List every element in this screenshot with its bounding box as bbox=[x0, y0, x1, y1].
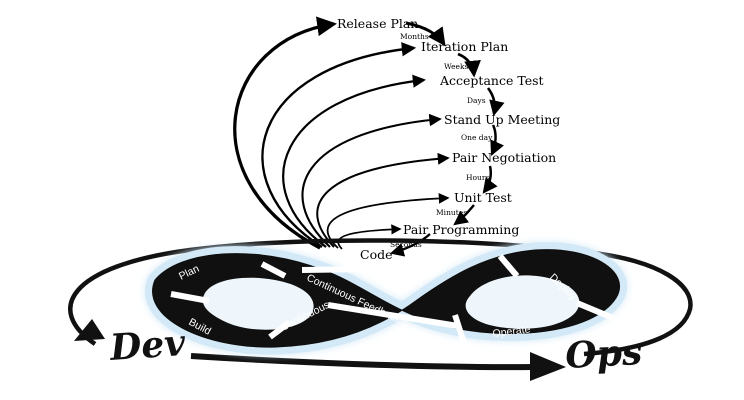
separator-feedback-top-left bbox=[301, 266, 377, 273]
agile-feedback-arcs bbox=[233, 16, 450, 250]
arc-pair-negotiation bbox=[316, 152, 450, 248]
arrow-iteration-to-acceptance bbox=[457, 52, 481, 78]
stage-code: Code bbox=[360, 247, 393, 262]
arrow-unit-test-to-pair-programming bbox=[453, 204, 475, 226]
infinity-right-hole bbox=[465, 275, 580, 329]
arrow-acceptance-to-standup bbox=[486, 87, 505, 117]
separator-plan-top bbox=[260, 261, 287, 279]
arrow-standup-to-negotiation bbox=[490, 124, 505, 157]
interval-weeks: Weeks bbox=[444, 62, 469, 71]
arc-pair-programming bbox=[337, 224, 402, 250]
segment-operate: Operate bbox=[492, 323, 531, 340]
outer-orbit-bottom-arrow bbox=[190, 353, 536, 371]
interval-days: Days bbox=[467, 96, 486, 105]
stage-iteration-plan: Iteration Plan bbox=[421, 39, 508, 54]
arrow-release-to-iteration bbox=[405, 21, 446, 47]
stage-acceptance-test: Acceptance Test bbox=[439, 73, 544, 88]
devops-outer-orbit bbox=[68, 238, 693, 381]
separator-deploy-operate bbox=[575, 300, 615, 321]
arc-acceptance-test bbox=[282, 74, 426, 248]
agile-interval-labels: Months Weeks Days One day Hours Minutes … bbox=[390, 32, 493, 249]
interval-months: Months bbox=[400, 32, 429, 41]
arc-release-plan bbox=[233, 16, 337, 250]
separator-feedback-bottom bbox=[327, 302, 459, 329]
separator-build-continuous bbox=[268, 319, 292, 340]
outer-orbit-left-arrowhead bbox=[74, 319, 105, 341]
arrow-negotiation-to-unit-test bbox=[482, 165, 498, 194]
agile-interval-arrows bbox=[390, 21, 505, 257]
stage-pair-programming: Pair Programming bbox=[403, 222, 519, 237]
devops-side-labels: Dev Ops bbox=[108, 322, 643, 377]
interval-minutes: Minutes bbox=[436, 208, 467, 217]
stage-unit-test: Unit Test bbox=[454, 190, 512, 205]
interval-seconds: Seconds bbox=[390, 240, 422, 249]
arrow-pair-programming-to-code bbox=[390, 233, 431, 257]
stage-release-plan: Release Plan bbox=[337, 16, 418, 31]
outer-orbit-left-arrow bbox=[68, 238, 586, 346]
interval-one-day: One day bbox=[461, 133, 493, 142]
dev-label: Dev bbox=[108, 322, 188, 369]
infinity-left-hole bbox=[202, 277, 314, 330]
arc-iteration-plan bbox=[261, 42, 417, 249]
separator-integration-deploy bbox=[497, 254, 520, 278]
outer-orbit-right-edge bbox=[583, 249, 693, 357]
stage-pair-negotiation: Pair Negotiation bbox=[452, 150, 556, 165]
devops-segment-separators bbox=[170, 254, 615, 344]
devops-infinity-loop bbox=[152, 249, 621, 348]
interval-hours: Hours bbox=[466, 173, 489, 182]
separator-operate-left bbox=[452, 314, 467, 344]
arc-stand-up-meeting bbox=[301, 113, 442, 248]
ops-label: Ops bbox=[564, 331, 643, 377]
outer-orbit-bottom-arrowhead bbox=[530, 352, 566, 381]
stage-stand-up-meeting: Stand Up Meeting bbox=[444, 112, 560, 127]
agile-stage-labels: Release Plan Iteration Plan Acceptance T… bbox=[337, 16, 560, 262]
separator-plan-build bbox=[170, 291, 210, 304]
